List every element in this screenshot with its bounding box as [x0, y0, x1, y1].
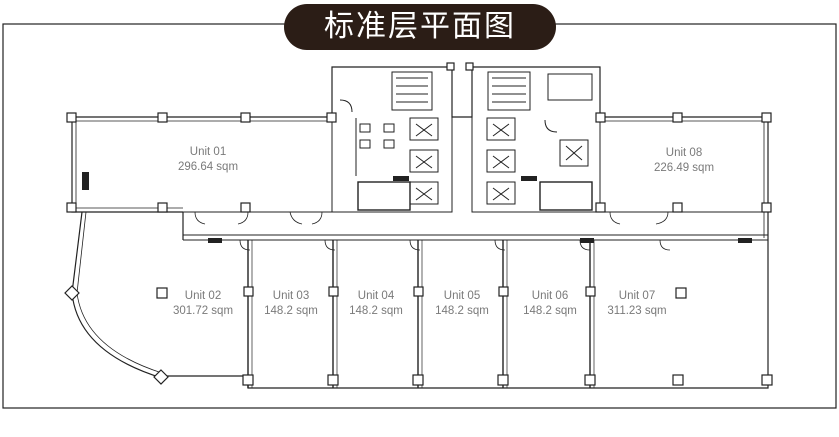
- curved-wing: [71, 211, 163, 379]
- core-left: [331, 66, 453, 213]
- unit-name: Unit 01: [189, 146, 227, 158]
- electrical-panel: [82, 172, 89, 190]
- unit-label-07: Unit 07 311.23 sqm: [592, 289, 682, 319]
- unit-label-01: Unit 01 296.64 sqm: [163, 145, 253, 175]
- outer-frame: [2, 23, 837, 409]
- unit-label-08: Unit 08 226.49 sqm: [639, 146, 729, 176]
- unit-area: 296.64 sqm: [177, 161, 239, 173]
- structural-columns: [66, 62, 773, 386]
- unit-name: Unit 08: [665, 147, 703, 159]
- unit-area: 301.72 sqm: [172, 305, 234, 317]
- unit-label-05: Unit 05 148.2 sqm: [417, 289, 507, 319]
- unit-name: Unit 06: [531, 290, 569, 302]
- unit-area: 148.2 sqm: [349, 305, 403, 317]
- unit-area: 148.2 sqm: [523, 305, 577, 317]
- unit-partitions: [247, 240, 595, 388]
- building-outline: [71, 66, 769, 389]
- corridor-panels: [208, 176, 752, 243]
- unit-area: 148.2 sqm: [264, 305, 318, 317]
- unit-label-06: Unit 06 148.2 sqm: [505, 289, 595, 319]
- door-swings: [194, 211, 671, 251]
- corridor: [183, 211, 768, 241]
- unit-name: Unit 02: [184, 290, 222, 302]
- unit-area: 148.2 sqm: [435, 305, 489, 317]
- page-title: 标准层平面图: [284, 4, 556, 50]
- unit-label-02: Unit 02 301.72 sqm: [158, 289, 248, 319]
- core-right: [471, 66, 601, 213]
- unit-label-04: Unit 04 148.2 sqm: [331, 289, 421, 319]
- unit-name: Unit 05: [443, 290, 481, 302]
- unit-area: 226.49 sqm: [653, 162, 715, 174]
- unit-area: 311.23 sqm: [607, 305, 667, 317]
- unit-name: Unit 04: [357, 290, 395, 302]
- diamond-columns: [64, 285, 169, 385]
- unit-name: Unit 03: [272, 290, 310, 302]
- unit-label-03: Unit 03 148.2 sqm: [246, 289, 336, 319]
- unit-name: Unit 07: [618, 290, 656, 302]
